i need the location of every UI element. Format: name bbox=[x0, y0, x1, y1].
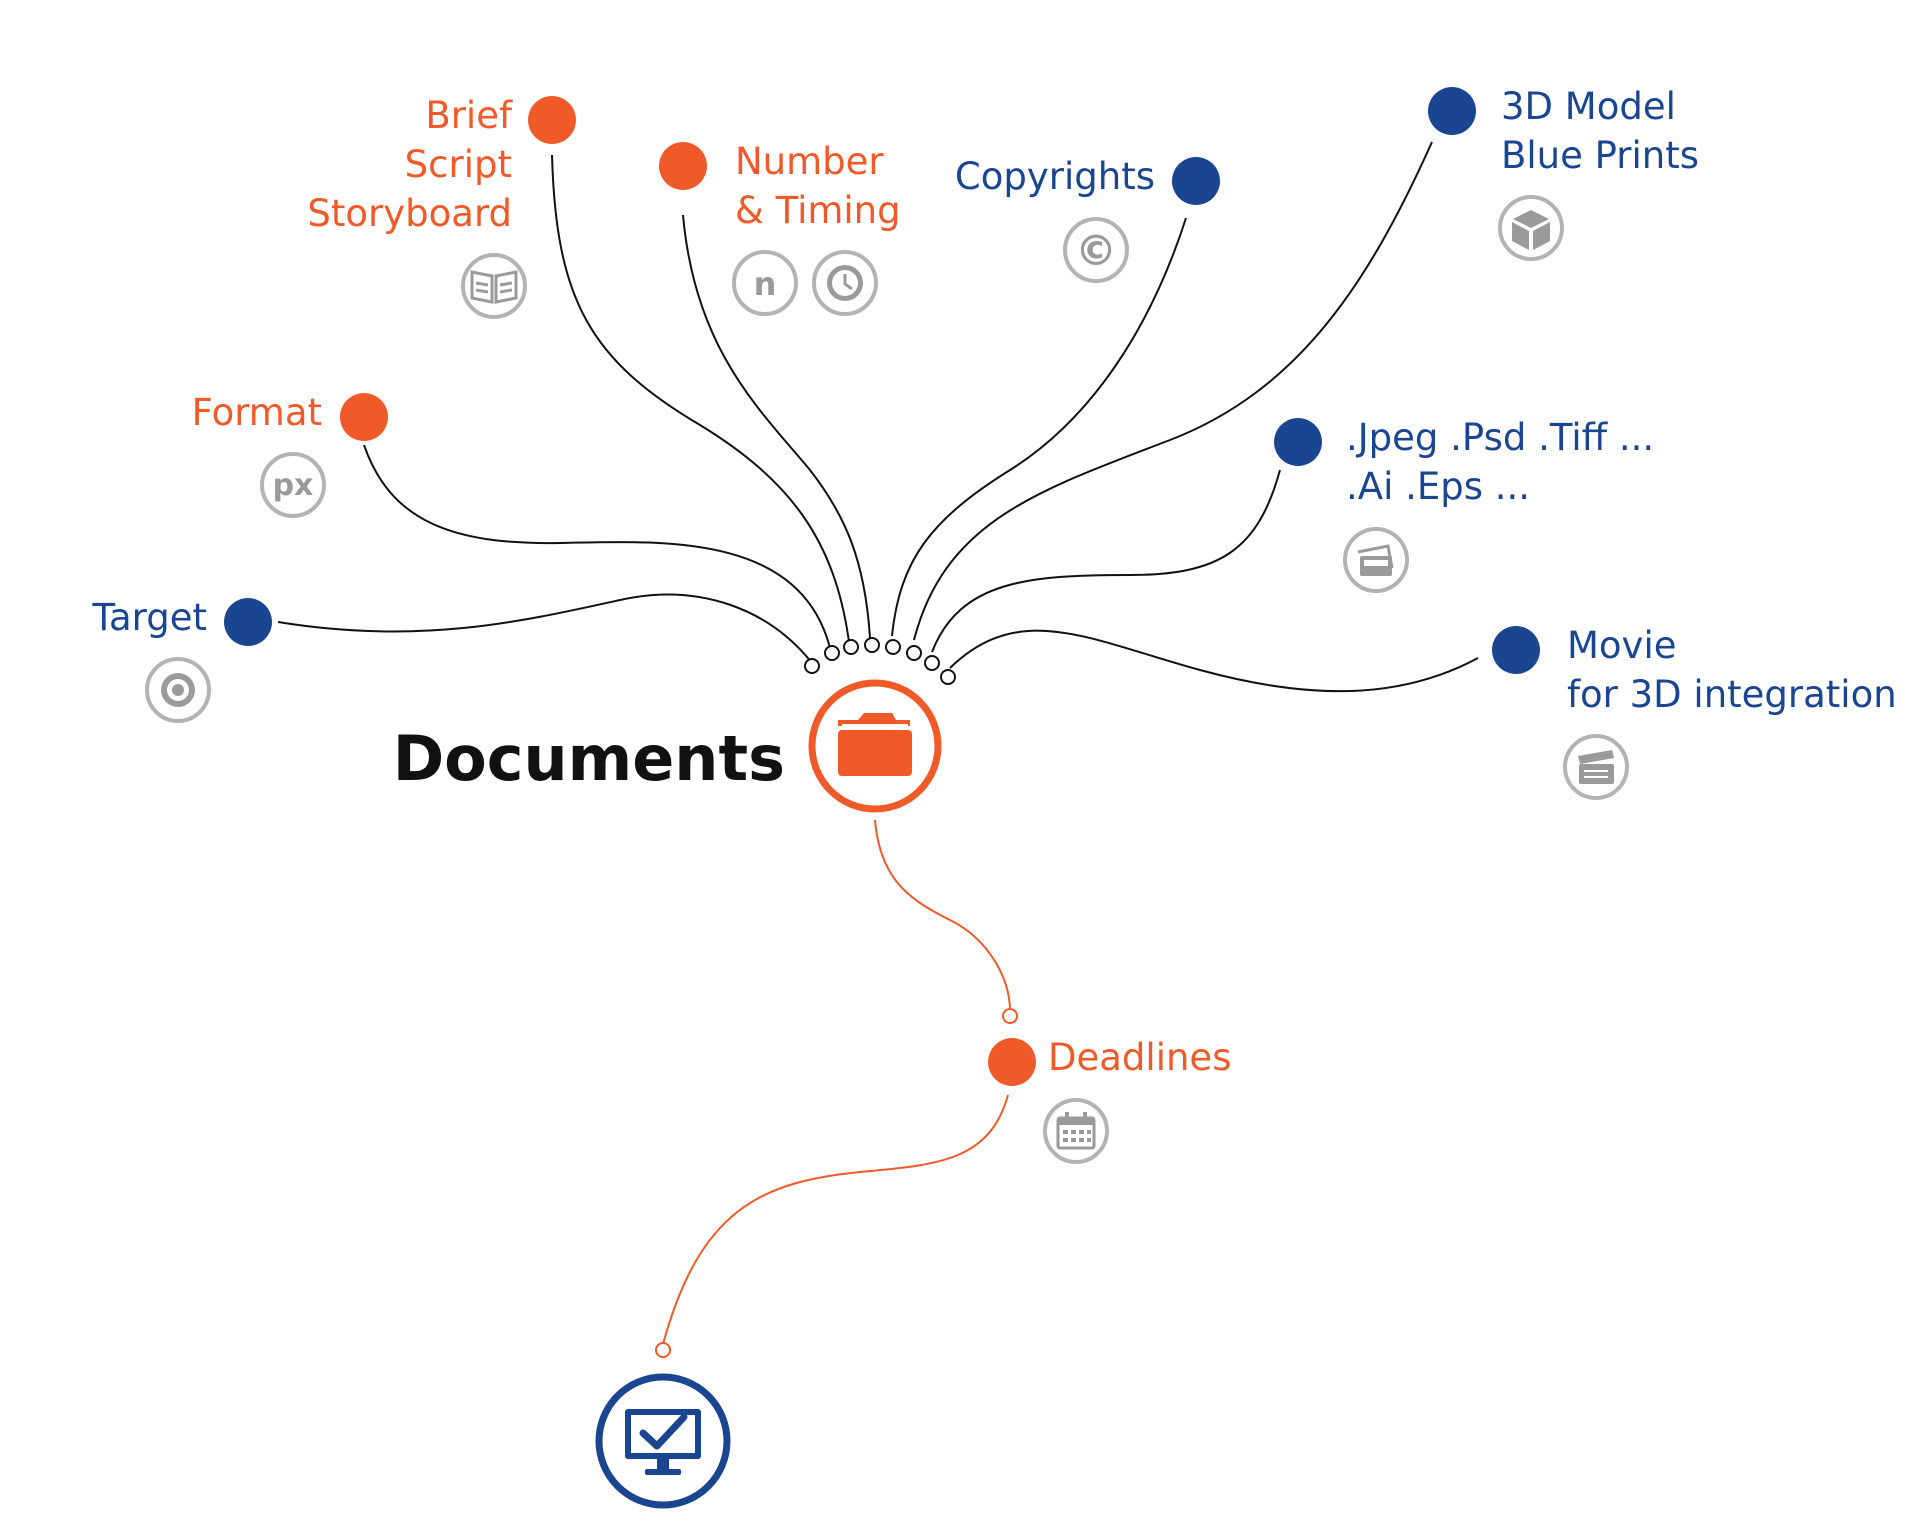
node-dot-number bbox=[659, 142, 707, 190]
connector-movie bbox=[949, 629, 1479, 693]
end-node-monitor[interactable] bbox=[595, 1373, 731, 1509]
node-dot-deadlines bbox=[988, 1038, 1036, 1086]
number-line-2: & Timing bbox=[735, 189, 901, 232]
node-files[interactable]: .Jpeg .Psd .Tiff ... .Ai .Eps ... bbox=[1274, 416, 1654, 593]
port-format bbox=[824, 645, 840, 661]
cube-icon bbox=[1498, 195, 1564, 261]
node-brief[interactable]: Brief Script Storyboard bbox=[307, 94, 576, 319]
node-target[interactable]: Target bbox=[92, 596, 272, 723]
node-number-timing[interactable]: Number & Timing n bbox=[659, 140, 901, 316]
node-copyrights[interactable]: Copyrights © bbox=[955, 155, 1220, 283]
brief-line-2: Script bbox=[405, 143, 512, 186]
movie-line-2: for 3D integration bbox=[1567, 673, 1897, 716]
connector-format bbox=[363, 444, 831, 649]
connector-copyrights bbox=[891, 217, 1187, 637]
port-movie bbox=[940, 669, 956, 685]
clapperboard-icon bbox=[1563, 734, 1629, 800]
svg-text:n: n bbox=[754, 265, 777, 303]
node-model[interactable]: 3D Model Blue Prints bbox=[1428, 85, 1699, 261]
book-icon bbox=[461, 253, 527, 319]
node-dot-movie bbox=[1492, 626, 1540, 674]
port-number bbox=[864, 637, 880, 653]
connector-deadlines-monitor bbox=[662, 1094, 1009, 1345]
connectors bbox=[277, 141, 1479, 693]
copyrights-line-1: Copyrights bbox=[955, 155, 1155, 198]
node-dot-model bbox=[1428, 87, 1476, 135]
number-line-1: Number bbox=[735, 140, 884, 183]
folder-icon bbox=[838, 713, 912, 776]
center-ports bbox=[804, 637, 956, 685]
port-files bbox=[924, 655, 940, 671]
center-title: Documents bbox=[393, 722, 785, 795]
node-format[interactable]: Format px bbox=[192, 391, 388, 518]
clock-icon bbox=[812, 250, 878, 316]
node-dot-brief bbox=[528, 96, 576, 144]
port-deadlines-in bbox=[1002, 1008, 1018, 1024]
target-icon bbox=[145, 657, 211, 723]
movie-line-1: Movie bbox=[1567, 624, 1677, 667]
svg-text:©: © bbox=[1075, 226, 1117, 275]
connector-center-deadlines bbox=[874, 819, 1011, 1011]
copyright-icon: © bbox=[1063, 217, 1129, 283]
port-model bbox=[906, 645, 922, 661]
node-dot-format bbox=[340, 393, 388, 441]
connector-model bbox=[913, 141, 1433, 641]
node-dot-copyrights bbox=[1172, 157, 1220, 205]
brief-line-3: Storyboard bbox=[307, 192, 512, 235]
port-target bbox=[804, 658, 820, 674]
deadlines-line-1: Deadlines bbox=[1048, 1036, 1231, 1079]
node-deadlines[interactable]: Deadlines bbox=[988, 1036, 1231, 1164]
connector-files bbox=[931, 469, 1281, 653]
monitor-check-icon bbox=[625, 1409, 701, 1475]
images-icon bbox=[1343, 527, 1409, 593]
calendar-icon bbox=[1043, 1098, 1109, 1164]
connector-number bbox=[682, 214, 871, 639]
center-node[interactable]: Documents bbox=[393, 679, 942, 813]
files-line-1: .Jpeg .Psd .Tiff ... bbox=[1346, 416, 1654, 459]
port-copyrights bbox=[885, 639, 901, 655]
format-line-1: Format bbox=[192, 391, 322, 434]
connector-brief bbox=[551, 154, 850, 643]
number-icon: n bbox=[732, 250, 798, 316]
target-line-1: Target bbox=[92, 596, 207, 639]
node-dot-files bbox=[1274, 418, 1322, 466]
node-dot-target bbox=[224, 598, 272, 646]
port-monitor-in bbox=[655, 1342, 671, 1358]
port-brief bbox=[843, 639, 859, 655]
files-line-2: .Ai .Eps ... bbox=[1346, 465, 1530, 508]
node-movie[interactable]: Movie for 3D integration bbox=[1492, 624, 1897, 800]
model-line-2: Blue Prints bbox=[1501, 134, 1699, 177]
connector-target bbox=[277, 593, 813, 664]
svg-text:px: px bbox=[273, 468, 314, 503]
model-line-1: 3D Model bbox=[1501, 85, 1676, 128]
px-icon: px bbox=[260, 452, 326, 518]
brief-line-1: Brief bbox=[425, 94, 513, 137]
